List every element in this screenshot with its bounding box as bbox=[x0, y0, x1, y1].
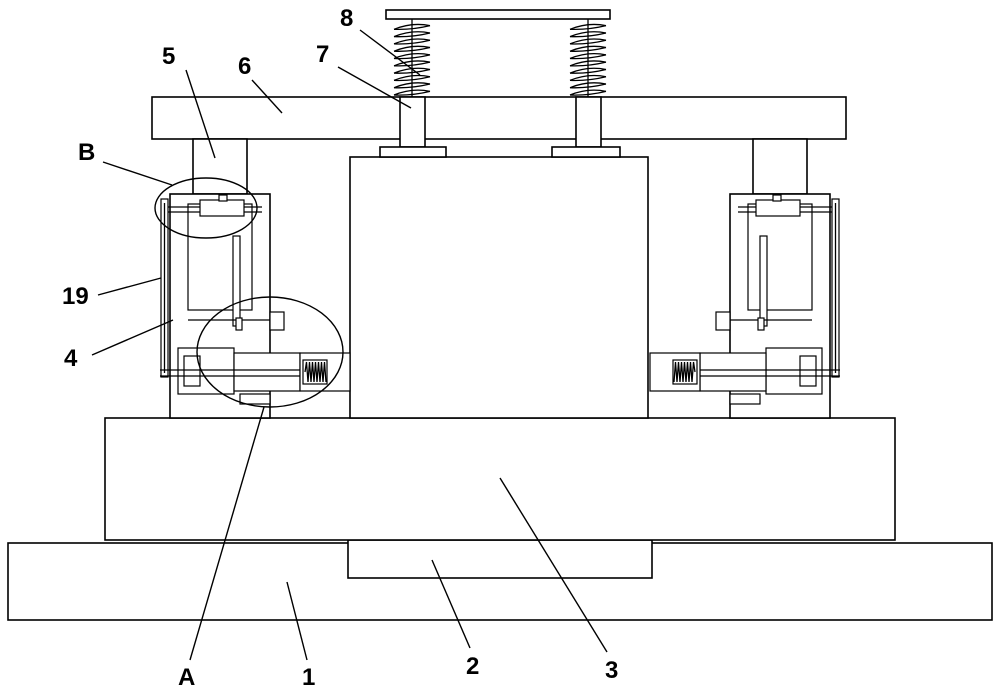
label-7: 7 bbox=[316, 41, 329, 68]
leader-3 bbox=[499, 477, 608, 653]
spring-right bbox=[569, 23, 607, 96]
leader-1 bbox=[286, 581, 308, 661]
small-spring-left bbox=[304, 361, 327, 383]
label-8: 8 bbox=[340, 5, 353, 32]
leader-7 bbox=[337, 66, 412, 109]
leader-b bbox=[102, 161, 173, 186]
column-right bbox=[752, 138, 808, 195]
slide-rail-left bbox=[233, 352, 301, 392]
post-base-left bbox=[379, 146, 447, 158]
top-plate bbox=[385, 9, 611, 20]
post-right bbox=[575, 96, 602, 148]
label-6: 6 bbox=[238, 53, 251, 80]
top-beam bbox=[151, 96, 847, 140]
label-b: B bbox=[78, 139, 95, 166]
inner-frame-left bbox=[187, 203, 253, 311]
detail-circle-b bbox=[154, 177, 258, 239]
leader-19 bbox=[97, 277, 162, 296]
slider-block-left bbox=[199, 199, 245, 217]
side-assembly-right bbox=[649, 138, 840, 419]
label-5: 5 bbox=[162, 43, 175, 70]
center-block bbox=[349, 156, 649, 419]
post-base-right bbox=[551, 146, 621, 158]
leader-2 bbox=[431, 559, 471, 649]
leader-4 bbox=[91, 319, 174, 356]
slot-left bbox=[232, 235, 241, 327]
label-3: 3 bbox=[605, 657, 618, 684]
leader-a bbox=[189, 406, 265, 661]
stopper-left bbox=[269, 311, 285, 331]
leader-8 bbox=[359, 29, 421, 76]
leader-6 bbox=[251, 79, 283, 114]
label-2: 2 bbox=[466, 653, 479, 680]
label-a: A bbox=[178, 664, 195, 691]
side-assembly-left bbox=[160, 138, 351, 419]
label-19: 19 bbox=[62, 283, 89, 310]
small-spring-right bbox=[673, 361, 696, 383]
spring-left bbox=[393, 23, 431, 96]
label-4: 4 bbox=[64, 345, 78, 372]
support-block bbox=[347, 539, 653, 579]
label-1: 1 bbox=[302, 664, 315, 691]
detail-circle-a bbox=[196, 296, 344, 408]
leader-5 bbox=[185, 69, 216, 159]
